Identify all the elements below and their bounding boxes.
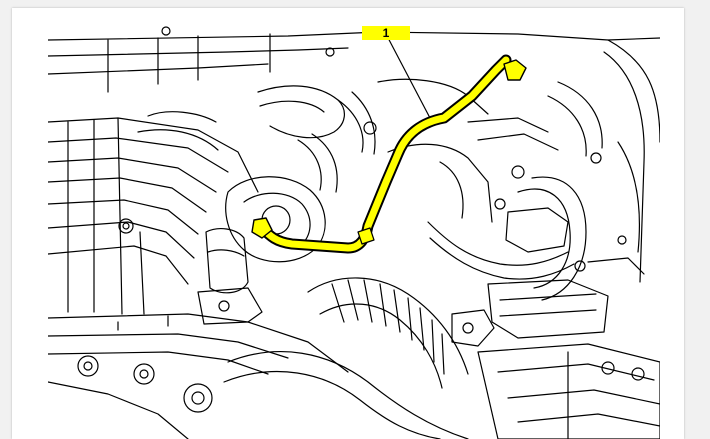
engine-bay-diagram: [48, 22, 660, 439]
callout-label: 1: [362, 26, 410, 40]
callout-leader-line: [385, 33, 431, 119]
line-drawing: [48, 22, 660, 439]
highlighted-hose: [251, 54, 527, 254]
